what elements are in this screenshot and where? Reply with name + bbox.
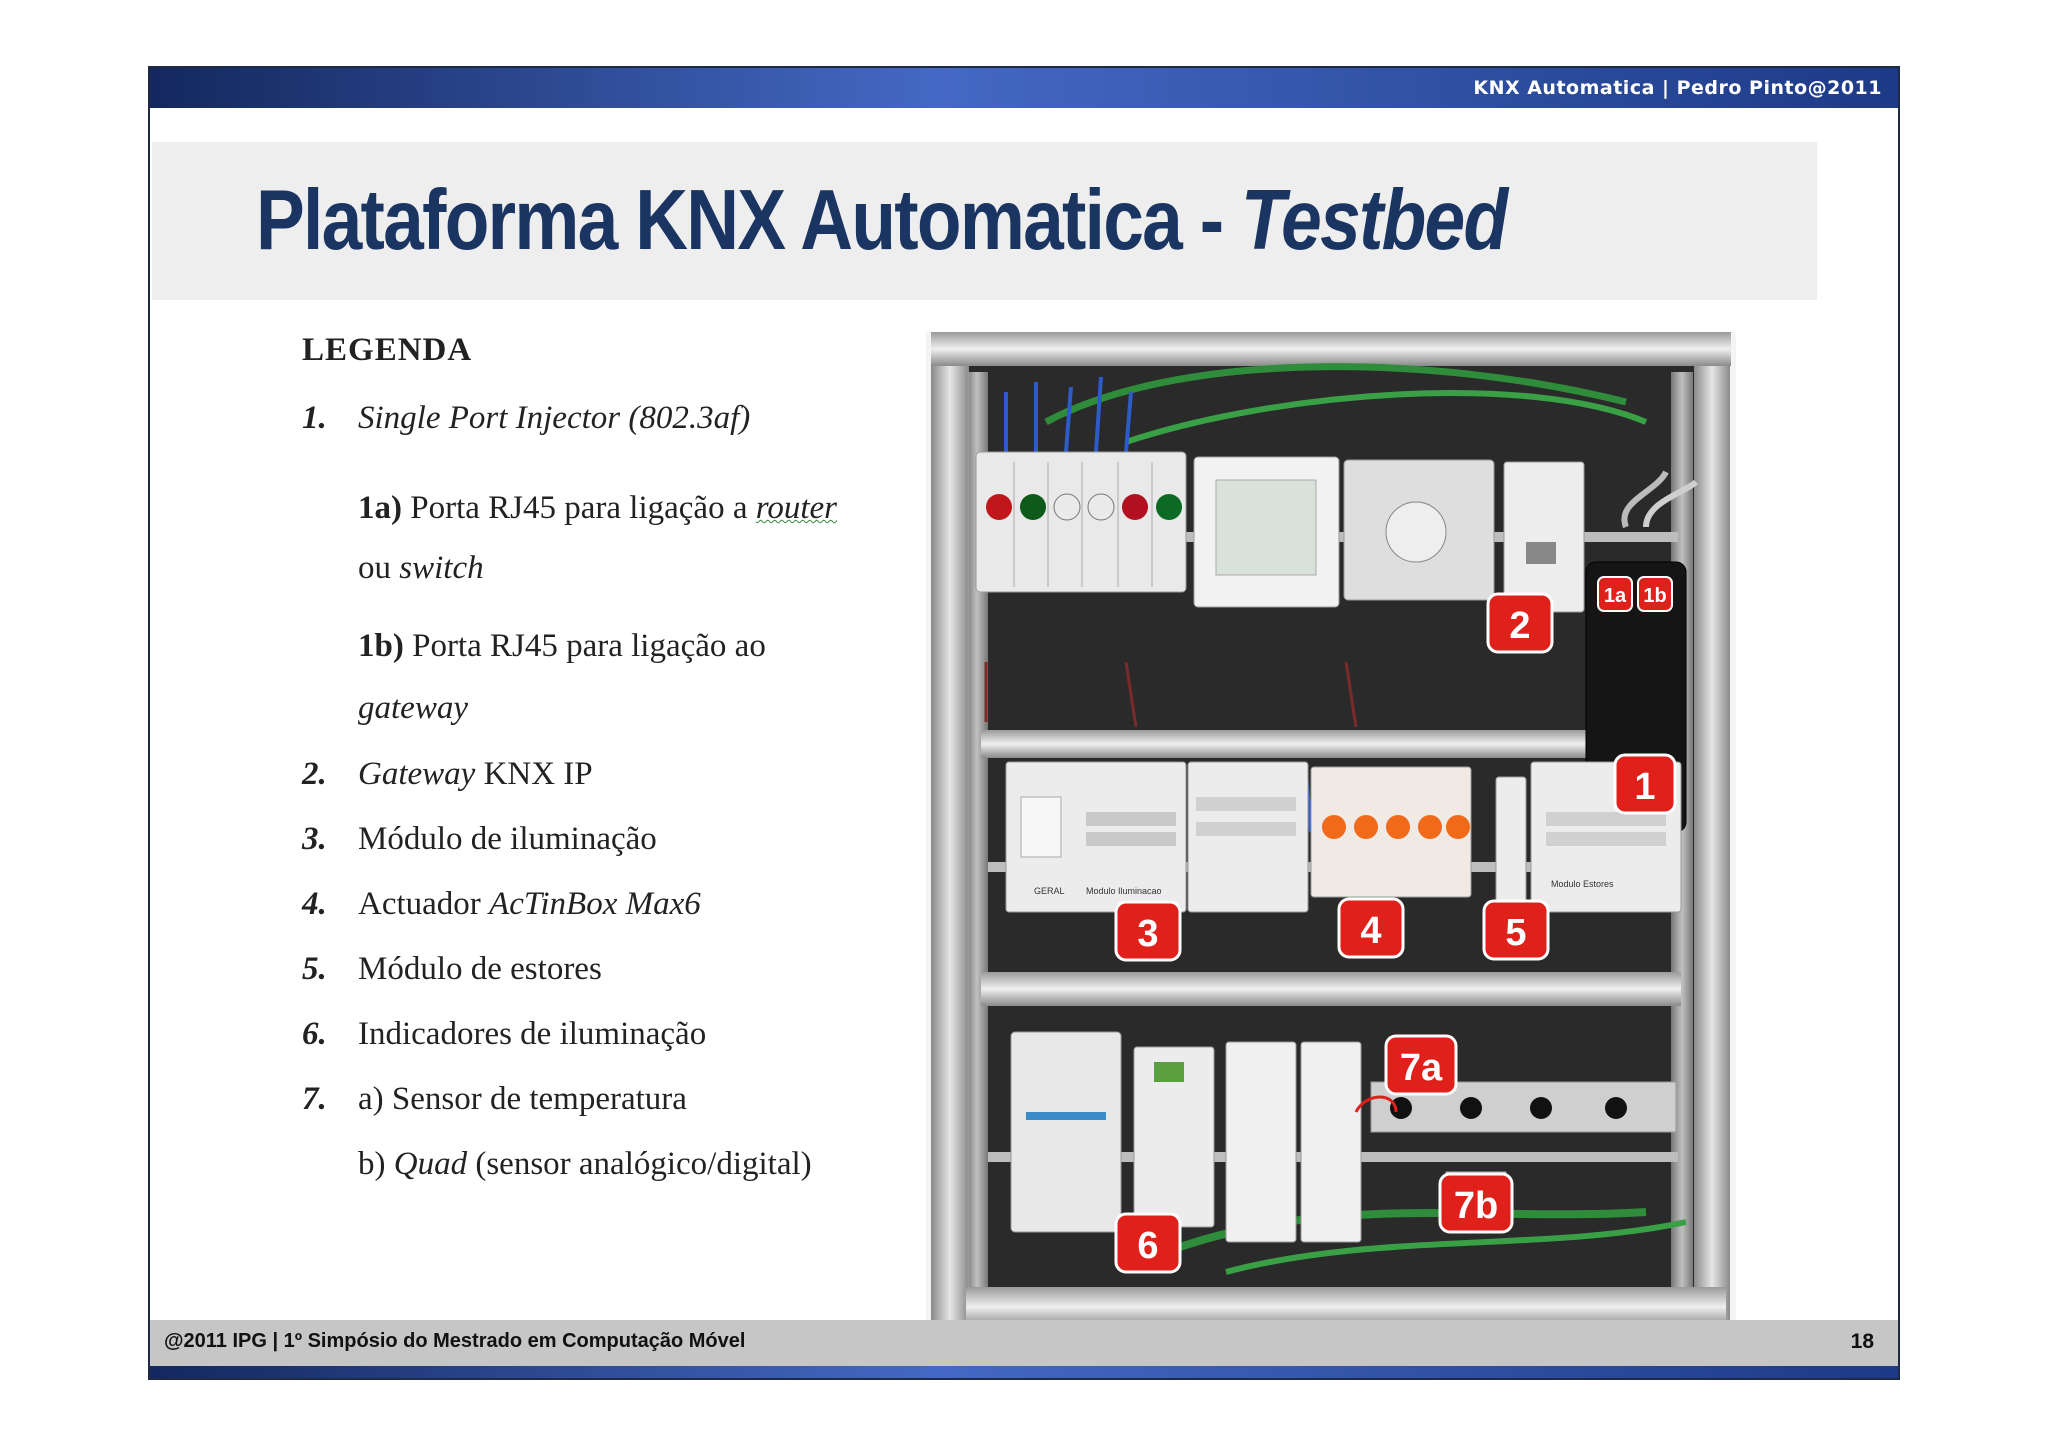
badge-1b: 1b — [1637, 576, 1673, 612]
legend-item-1: 1.Single Port Injector (802.3af) — [302, 400, 751, 436]
badge-1: 1 — [1613, 753, 1677, 815]
header-bar: KNX Automatica | Pedro Pinto@2011 — [150, 68, 1898, 108]
title-band: Plataforma KNX Automatica - Testbed — [152, 142, 1817, 300]
svg-text:3: 3 — [1137, 913, 1158, 955]
badge-7a: 7a — [1384, 1034, 1458, 1096]
device-label-geral: GERAL — [1034, 886, 1065, 896]
device-label-iluminacao: Modulo Iluminacao — [1086, 886, 1162, 896]
legend-item-7: 7.a) Sensor de temperatura — [302, 1081, 687, 1117]
legend-item-3: 3.Módulo de iluminação — [302, 821, 657, 857]
footer: @2011 IPG | 1º Simpósio do Mestrado em C… — [150, 1320, 1898, 1366]
legend-item-5: 5.Módulo de estores — [302, 951, 602, 987]
legend-item-1a-cont: ou switch — [358, 550, 484, 586]
badge-7b: 7b — [1438, 1172, 1514, 1234]
legend-item-4: 4.Actuador AcTinBox Max6 — [302, 886, 701, 922]
svg-text:1b: 1b — [1643, 585, 1666, 607]
legend-item-1b: 1b) Porta RJ45 para ligação ao — [358, 628, 766, 664]
badge-4: 6 — [1114, 1212, 1182, 1274]
svg-text:7b: 7b — [1454, 1185, 1498, 1227]
svg-text:6: 6 — [1137, 1225, 1158, 1267]
legend-item-7b: b) Quad (sensor analógico/digital) — [358, 1146, 812, 1182]
page-number: 18 — [1850, 1330, 1874, 1353]
svg-text:4: 4 — [1360, 910, 1381, 952]
slide: KNX Automatica | Pedro Pinto@2011 Plataf… — [148, 66, 1900, 1380]
legend-heading: LEGENDA — [302, 332, 473, 368]
svg-text:7a: 7a — [1400, 1047, 1443, 1089]
device-label-estores: Modulo Estores — [1551, 879, 1614, 889]
badge-1a: 1a — [1597, 576, 1633, 612]
badge-5: 5 — [1482, 899, 1550, 961]
legend-item-2: 2.Gateway KNX IP — [302, 756, 593, 792]
footer-text: @2011 IPG | 1º Simpósio do Mestrado em C… — [164, 1330, 746, 1352]
legend-item-6: 6.Indicadores de iluminação — [302, 1016, 707, 1052]
testbed-photo: GERAL Modulo Iluminacao Modulo Estores 1… — [926, 332, 1736, 1332]
svg-text:2: 2 — [1509, 605, 1530, 647]
footer-bar — [150, 1366, 1898, 1378]
header-text: KNX Automatica | Pedro Pinto@2011 — [1473, 77, 1882, 99]
legend-item-1a: 1a) Porta RJ45 para ligação a router — [358, 490, 837, 526]
svg-text:1: 1 — [1634, 766, 1655, 808]
svg-text:5: 5 — [1505, 912, 1526, 954]
badge-2: 2 — [1486, 592, 1554, 654]
badge-3: 3 — [1114, 900, 1182, 962]
badge-6: 4 — [1337, 897, 1405, 959]
slide-title: Plataforma KNX Automatica - Testbed — [256, 173, 1508, 268]
svg-text:1a: 1a — [1604, 585, 1627, 607]
legend-item-1b-cont: gateway — [358, 690, 468, 726]
